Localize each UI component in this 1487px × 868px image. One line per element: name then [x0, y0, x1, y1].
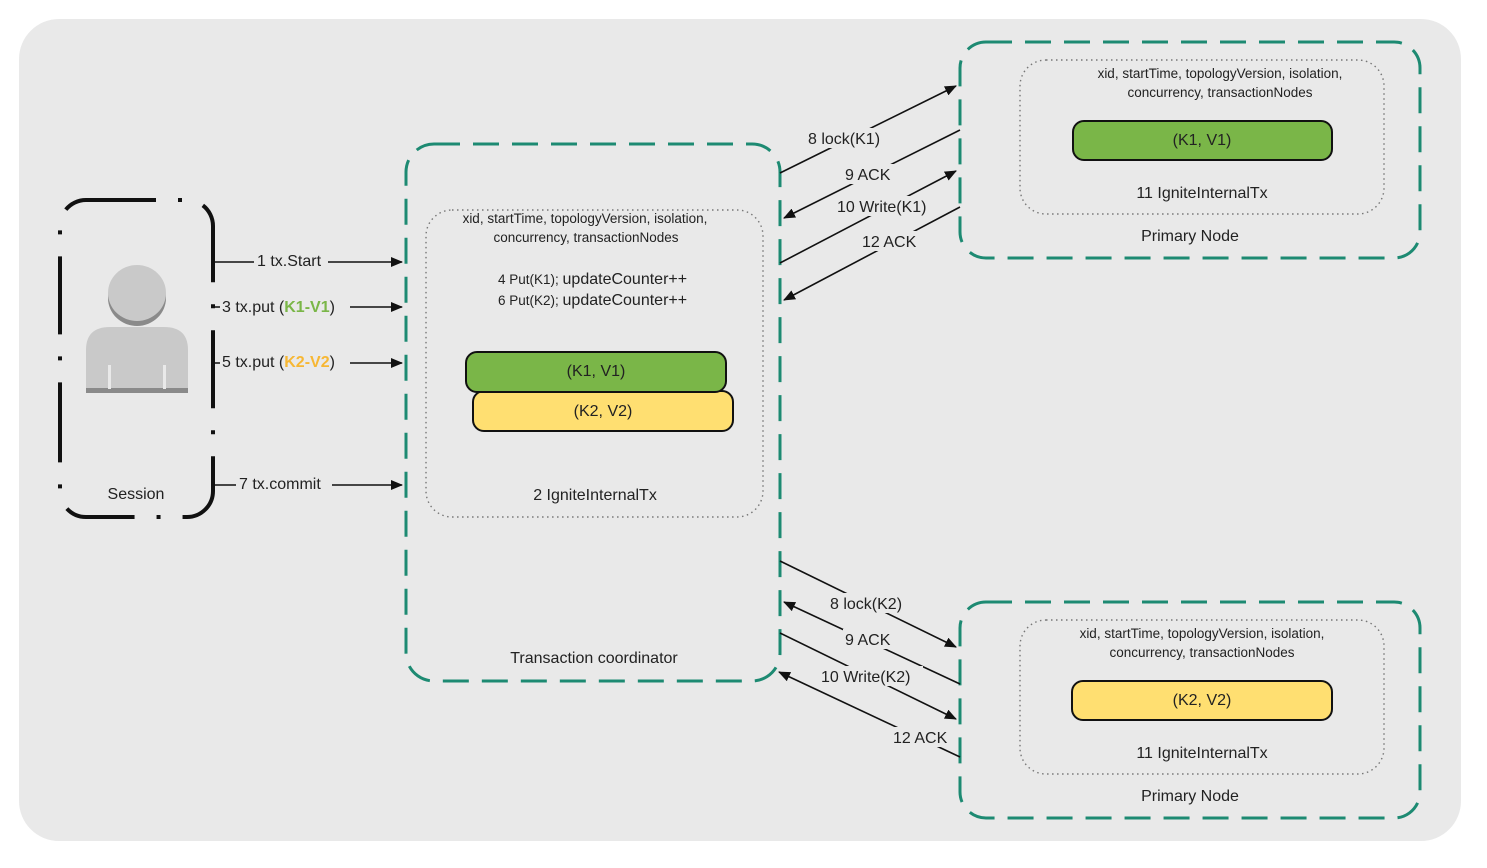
msg-lock-k1: 8 lock(K1) [808, 131, 880, 148]
primary-top-tx-box [1019, 59, 1385, 215]
msg-write-k1: 10 Write(K1) [837, 199, 927, 216]
coordinator-tx-meta-line2: concurrency, transactionNodes [493, 230, 678, 245]
primary-bottom-title: Primary Node [1141, 788, 1239, 805]
msg-ack1-bottom: 9 ACK [845, 632, 891, 649]
coordinator-tx-meta-line1: xid, startTime, topologyVersion, isolati… [463, 211, 708, 226]
primary-node-bottom: xid, startTime, topologyVersion, isolati… [958, 600, 1422, 820]
coordinator-entry-k1-label: (K1, V1) [567, 363, 626, 380]
coordinator-entry-k1 [465, 351, 727, 393]
msg-ack2-top: 12 ACK [862, 234, 917, 251]
coordinator-op1: 4 Put(K1); updateCounter++ [498, 271, 687, 288]
call-start-label: 1 tx.Start [257, 253, 322, 270]
client-calls: 1 tx.Start 3 tx.put (K1-V1) 5 tx.put (K2… [213, 250, 403, 494]
primary-node-top: xid, startTime, topologyVersion, isolati… [958, 40, 1422, 260]
msg-write-k2: 10 Write(K2) [821, 669, 911, 686]
primary-top-title: Primary Node [1141, 228, 1239, 245]
user-icon [86, 265, 188, 393]
put2-key: K2-V2 [284, 354, 329, 371]
primary-bottom-entry [1071, 680, 1333, 721]
primary-top-meta-line2: concurrency, transactionNodes [1127, 85, 1312, 100]
call-commit-label: 7 tx.commit [239, 476, 321, 493]
diagram-background [19, 19, 1461, 841]
primary-top-meta-line1: xid, startTime, topologyVersion, isolati… [1098, 66, 1343, 81]
coordinator-op2: 6 Put(K2); updateCounter++ [498, 292, 687, 309]
call-put1-label: 3 tx.put (K1-V1) [222, 299, 335, 316]
primary-top-tx-label: 11 IgniteInternalTx [1136, 185, 1267, 202]
session-label: Session [108, 486, 165, 503]
primary-bottom-tx-box [1019, 619, 1385, 775]
primary-bottom-tx-label: 11 IgniteInternalTx [1136, 745, 1267, 762]
primary-bottom-entry-label: (K2, V2) [1173, 692, 1232, 709]
coordinator-tx-label: 2 IgniteInternalTx [533, 487, 657, 504]
primary-top-entry-label: (K1, V1) [1173, 132, 1232, 149]
primary-bottom-meta-line2: concurrency, transactionNodes [1109, 645, 1294, 660]
call-put2-label: 5 tx.put (K2-V2) [222, 354, 335, 371]
messages-top: 8 lock(K1) 9 ACK 10 Write(K1) 12 ACK [779, 85, 961, 301]
primary-bottom-meta-line1: xid, startTime, topologyVersion, isolati… [1080, 626, 1325, 641]
msg-ack2-bottom: 12 ACK [893, 730, 948, 747]
primary-top-entry [1072, 120, 1333, 161]
coordinator-entry-k2-label: (K2, V2) [574, 403, 633, 420]
msg-ack1-top: 9 ACK [845, 167, 891, 184]
put1-key: K1-V1 [284, 299, 329, 316]
transaction-coordinator: xid, startTime, topologyVersion, isolati… [404, 142, 782, 683]
msg-lock-k2: 8 lock(K2) [830, 596, 902, 613]
messages-bottom: 8 lock(K2) 9 ACK 10 Write(K2) 12 ACK [778, 560, 961, 758]
session-box: Session [58, 198, 215, 519]
coordinator-title: Transaction coordinator [510, 650, 678, 667]
